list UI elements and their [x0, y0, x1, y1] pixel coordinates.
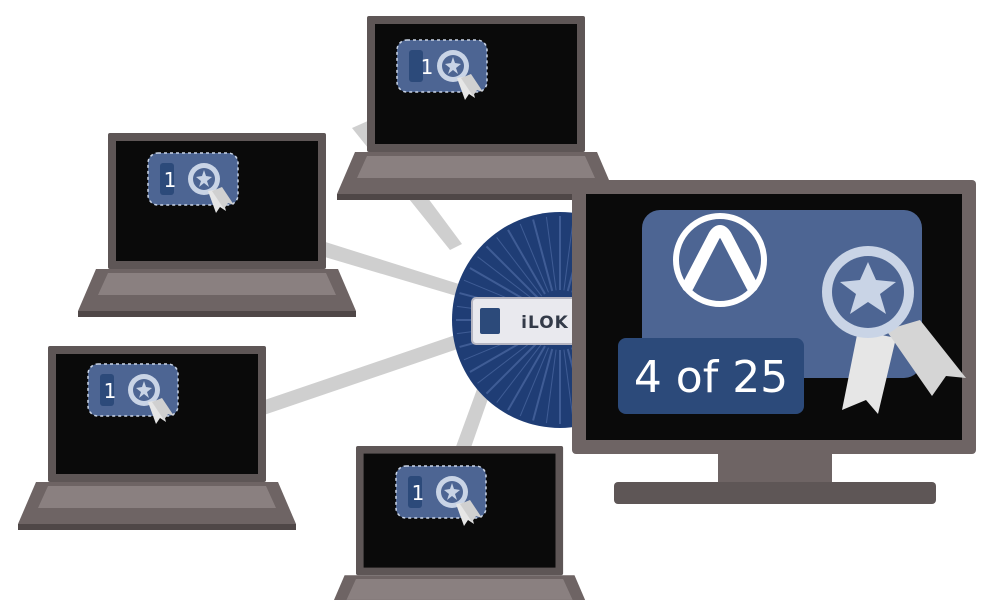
license-badge: [396, 39, 488, 101]
burst-ray: [532, 219, 554, 292]
award-ribbon-icon: [822, 246, 966, 414]
burst-ray: [507, 229, 546, 295]
desktop-monitor: 4 of 25: [572, 180, 976, 504]
laptop-lower-left: 1: [18, 346, 296, 530]
license-count-label: 1: [164, 168, 177, 192]
license-badge: [87, 363, 179, 425]
burst-ray: [563, 216, 575, 291]
burst-ray: [477, 337, 537, 384]
laptop-upper-left: 1: [78, 133, 356, 317]
burst-ray: [532, 348, 554, 421]
connector-beam-lower-left: [212, 330, 478, 430]
burst-ray: [485, 245, 540, 300]
laptop-top: 1: [337, 16, 615, 200]
avid-pro-tools-icon: [673, 213, 767, 307]
license-count-label: 1: [421, 55, 434, 79]
license-count-panel: [618, 338, 804, 414]
ilok-label: iLOK: [521, 313, 569, 333]
license-badge: [395, 465, 487, 527]
burst-ray: [507, 345, 546, 411]
burst-ray: [496, 237, 543, 297]
burst-ray: [563, 349, 575, 424]
license-usage-text: 4 of 25: [634, 352, 788, 403]
burst-ray: [496, 343, 543, 403]
burst-ray: [545, 216, 557, 291]
laptop-bottom: 1: [327, 446, 592, 600]
burst-ray: [519, 223, 549, 293]
burst-ray: [485, 340, 540, 395]
license-count-label: 1: [104, 379, 117, 403]
license-badge: [147, 152, 239, 214]
ilok-key-icon: iLOK: [471, 297, 585, 345]
burst-ray: [519, 347, 549, 417]
license-count-label: 1: [412, 481, 425, 505]
burst-ray: [545, 349, 557, 424]
burst-ray: [477, 256, 537, 303]
